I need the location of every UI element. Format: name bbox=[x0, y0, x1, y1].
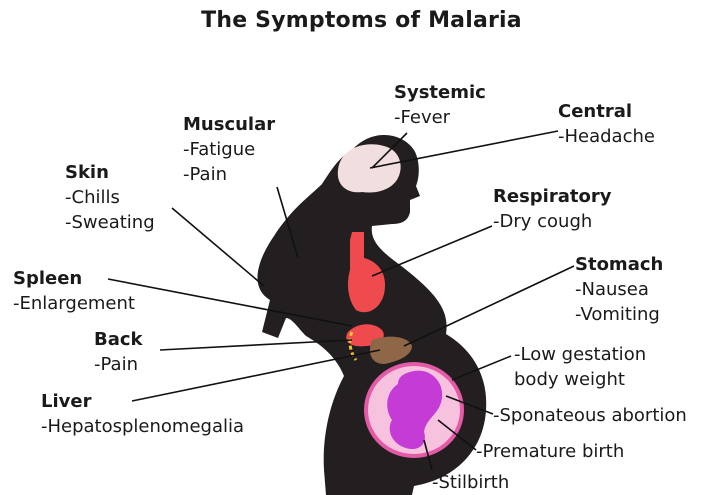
symptom-back-pain: -Pain bbox=[94, 352, 143, 377]
label-back: Back -Pain bbox=[94, 327, 143, 377]
heading-respiratory: Respiratory bbox=[493, 184, 611, 209]
symptom-dry-cough: -Dry cough bbox=[493, 209, 611, 234]
symptom-nausea: -Nausea bbox=[575, 277, 663, 302]
heading-systemic: Systemic bbox=[394, 80, 486, 105]
symptom-stillbirth: -Stilbirth bbox=[432, 470, 509, 495]
symptom-premature-birth: -Premature birth bbox=[476, 439, 624, 464]
label-stomach: Stomach -Nausea -Vomiting bbox=[575, 252, 663, 327]
symptom-fever: -Fever bbox=[394, 105, 486, 130]
symptom-abortion: -Sponateous abortion bbox=[493, 403, 687, 428]
heading-skin: Skin bbox=[65, 160, 155, 185]
symptom-muscle-pain: -Pain bbox=[183, 162, 275, 187]
label-stillbirth: -Stilbirth bbox=[432, 470, 509, 495]
label-respiratory: Respiratory -Dry cough bbox=[493, 184, 611, 234]
label-systemic: Systemic -Fever bbox=[394, 80, 486, 130]
symptom-sweating: -Sweating bbox=[65, 210, 155, 235]
symptom-vomiting: -Vomiting bbox=[575, 302, 663, 327]
label-premature: -Premature birth bbox=[476, 439, 624, 464]
symptom-chills: -Chills bbox=[65, 185, 155, 210]
brain bbox=[338, 144, 401, 192]
label-spleen: Spleen -Enlargement bbox=[13, 266, 135, 316]
heading-back: Back bbox=[94, 327, 143, 352]
label-central: Central -Headache bbox=[558, 99, 655, 149]
symptom-low-gestation: -Low gestation bbox=[514, 342, 646, 367]
label-low-gestation: -Low gestation body weight bbox=[514, 342, 646, 392]
line-respiratory bbox=[372, 226, 492, 276]
symptom-body-weight: body weight bbox=[514, 367, 646, 392]
heading-muscular: Muscular bbox=[183, 112, 275, 137]
symptom-headache: -Headache bbox=[558, 124, 655, 149]
heading-spleen: Spleen bbox=[13, 266, 135, 291]
heading-liver: Liver bbox=[41, 389, 244, 414]
heading-central: Central bbox=[558, 99, 655, 124]
label-skin: Skin -Chills -Sweating bbox=[65, 160, 155, 235]
symptom-fatigue: -Fatigue bbox=[183, 137, 275, 162]
diagram-title: The Symptoms of Malaria bbox=[0, 8, 723, 33]
label-muscular: Muscular -Fatigue -Pain bbox=[183, 112, 275, 187]
label-abortion: -Sponateous abortion bbox=[493, 403, 687, 428]
symptom-enlargement: -Enlargement bbox=[13, 291, 135, 316]
symptom-hepatosplenomegalia: -Hepatosplenomegalia bbox=[41, 414, 244, 439]
line-skin bbox=[172, 208, 264, 286]
label-liver: Liver -Hepatosplenomegalia bbox=[41, 389, 244, 439]
heading-stomach: Stomach bbox=[575, 252, 663, 277]
